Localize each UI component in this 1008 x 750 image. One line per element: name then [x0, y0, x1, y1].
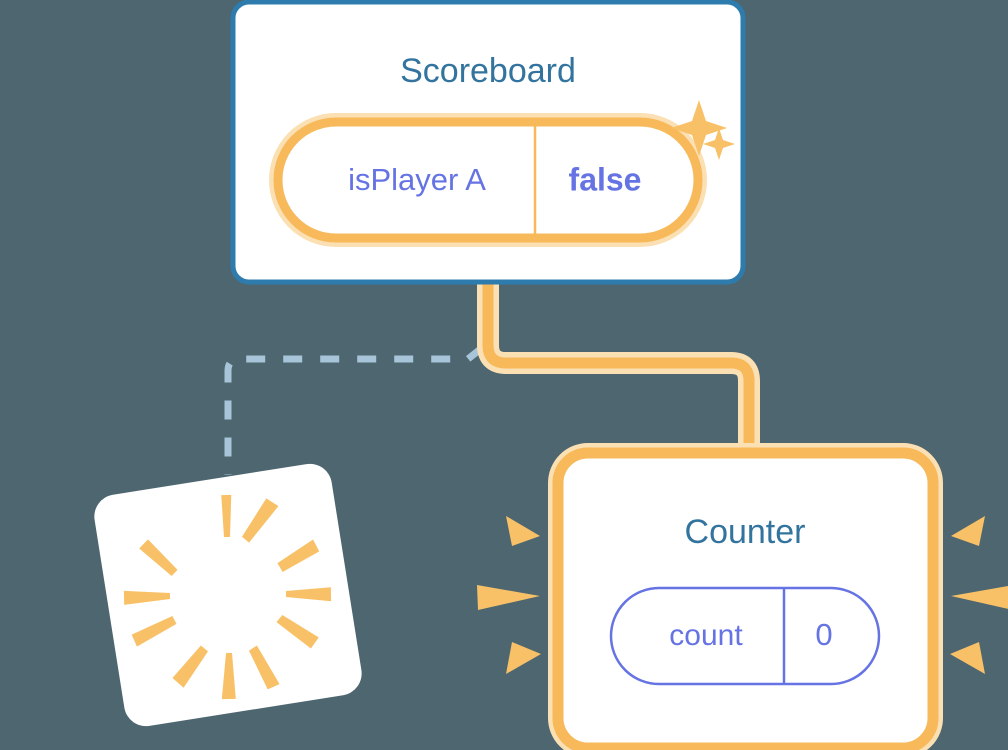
connector-scoreboard-to-blank-card — [224, 344, 486, 475]
scoreboard-pill[interactable]: isPlayer A false — [273, 117, 703, 243]
ray-right-icon — [950, 516, 1008, 674]
sparkle-small-icon — [703, 128, 735, 160]
connector-scoreboard-to-counter — [482, 272, 755, 476]
ray-left-icon — [477, 516, 541, 674]
counter-title: Counter — [685, 513, 806, 551]
starburst-icon — [123, 494, 332, 700]
sparkle-large-icon — [671, 100, 727, 156]
counter-pill-value: 0 — [815, 617, 832, 652]
counter-pill-key: count — [669, 619, 743, 652]
counter-pill[interactable]: count 0 — [609, 586, 881, 686]
scoreboard-title: Scoreboard — [400, 52, 576, 90]
scoreboard-card[interactable]: Scoreboard isPlayer A false — [230, 0, 746, 285]
blank-card[interactable] — [91, 461, 365, 730]
counter-card[interactable]: Counter count 0 — [548, 443, 943, 750]
scoreboard-pill-key: isPlayer A — [348, 162, 486, 197]
scoreboard-pill-value: false — [569, 161, 642, 197]
